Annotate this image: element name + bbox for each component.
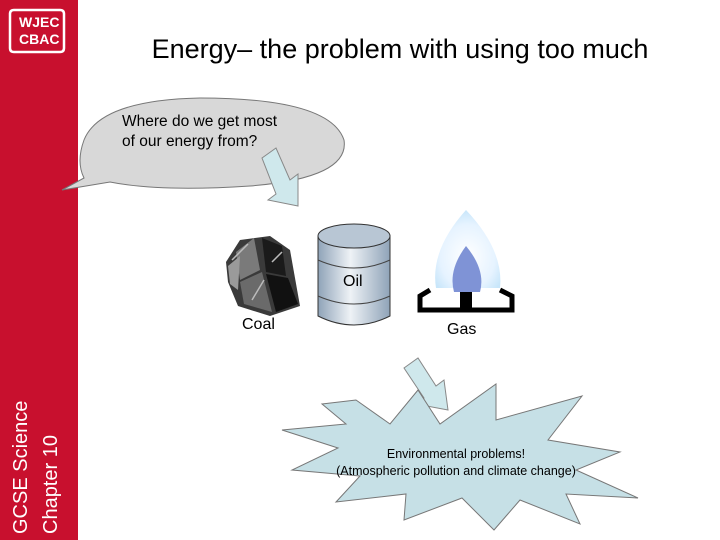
- gas-flame-icon: [417, 210, 515, 313]
- logo-line-2: CBAC: [19, 31, 60, 47]
- sidebar-band: WJEC CBAC GCSE Science Chapter 10: [0, 0, 78, 540]
- coal-icon: [226, 236, 300, 316]
- arrow-icon: [261, 147, 299, 207]
- burst-caption: Environmental problems! (Atmospheric pol…: [306, 446, 606, 480]
- burst-line-2: (Atmospheric pollution and climate chang…: [336, 464, 576, 478]
- explosion-burst: [281, 383, 639, 531]
- logo-line-1: WJEC: [19, 14, 60, 30]
- burst-line-1: Environmental problems!: [386, 447, 526, 461]
- wjec-logo: WJEC CBAC: [6, 8, 68, 54]
- gas-label: Gas: [447, 321, 477, 338]
- coal-label: Coal: [242, 316, 275, 333]
- slide-title: Energy– the problem with using too much: [151, 34, 649, 64]
- bubble-question: Where do we get most of our energy from?: [122, 113, 278, 150]
- oil-barrel-icon: [317, 223, 391, 326]
- oil-label: Oil: [343, 273, 363, 290]
